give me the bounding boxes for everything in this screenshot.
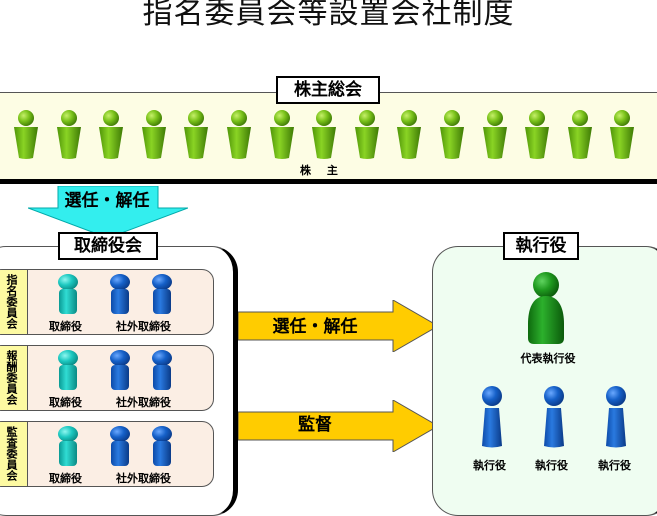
shareholders-caption: 株 主	[300, 164, 344, 177]
outside-director-label: 社外取締役	[116, 472, 171, 485]
shareholder-icon	[525, 110, 550, 159]
shareholder-icon	[14, 110, 38, 159]
board-label: 取締役会	[58, 232, 158, 260]
executive-officers-label: 執行役	[503, 232, 579, 260]
shareholders-row	[14, 110, 654, 160]
shareholder-icon	[482, 110, 507, 159]
director-label: 取締役	[49, 320, 82, 333]
representative-executive-icon	[528, 272, 564, 344]
supervision-right-arrow-label: 監督	[298, 415, 332, 435]
executive-officer-label: 執行役	[473, 459, 506, 472]
shareholders-meeting-label: 株主総会	[276, 76, 380, 104]
page-title: 指名委員会等設置会社制度	[142, 0, 515, 31]
election-right-arrow-label: 選任・解任	[272, 317, 358, 337]
outside-director-icon	[110, 426, 130, 466]
representative-executive-label: 代表執行役	[520, 352, 576, 365]
committee-name: 報酬委員会	[5, 350, 18, 405]
director-icon	[58, 350, 78, 390]
outside-director-label: 社外取締役	[116, 396, 171, 409]
director-icon	[58, 274, 78, 314]
director-icon	[58, 426, 78, 466]
director-label: 取締役	[49, 472, 82, 485]
shareholder-icon	[269, 110, 294, 159]
shareholder-icon	[227, 110, 251, 159]
shareholder-icon	[440, 110, 464, 159]
committee-nomination: 指名委員会 取締役 社外取締役	[0, 269, 214, 335]
outside-director-icon	[110, 350, 130, 390]
outside-director-label: 社外取締役	[116, 320, 171, 333]
committee-side: 指名委員会	[0, 270, 28, 334]
shareholder-icon	[397, 110, 422, 159]
shareholder-icon	[567, 110, 592, 159]
executive-officer-label: 執行役	[598, 459, 631, 472]
election-right-arrow	[238, 300, 438, 352]
committee-side: 報酬委員会	[0, 346, 28, 410]
outside-director-icon	[110, 274, 130, 314]
director-label: 取締役	[49, 396, 82, 409]
executive-officer-icon	[544, 386, 564, 448]
committee-name: 監査委員会	[5, 426, 18, 481]
committee-name: 指名委員会	[5, 274, 18, 329]
shareholder-icon	[99, 110, 124, 159]
shareholder-icon	[141, 110, 166, 159]
shareholder-icon	[184, 110, 209, 159]
executive-officer-icon	[482, 386, 502, 448]
shareholder-icon	[354, 110, 379, 159]
committee-audit: 監査委員会 取締役 社外取締役	[0, 421, 214, 487]
outside-director-icon	[152, 426, 172, 466]
supervision-right-arrow	[238, 400, 438, 452]
outside-director-icon	[152, 274, 172, 314]
committee-compensation: 報酬委員会 取締役 社外取締役	[0, 345, 214, 411]
shareholder-icon	[610, 110, 635, 159]
shareholder-icon	[312, 110, 337, 159]
election-down-arrow-label: 選任・解任	[64, 191, 150, 211]
executive-officer-icon	[606, 386, 626, 448]
shareholder-icon	[56, 110, 81, 159]
outside-director-icon	[152, 350, 172, 390]
committee-side: 監査委員会	[0, 422, 28, 486]
executive-officer-label: 執行役	[535, 459, 568, 472]
election-down-arrow	[28, 186, 188, 238]
